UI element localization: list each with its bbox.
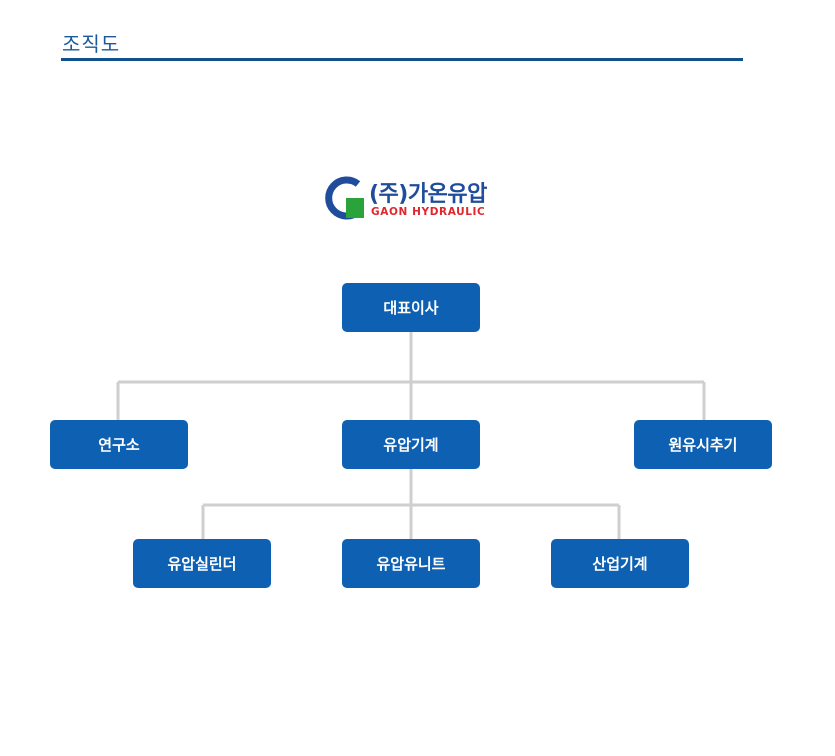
company-logo-mark-icon xyxy=(325,176,364,220)
company-logo: (주)가온유압 GAON HYDRAULIC xyxy=(322,172,502,222)
company-name-english: GAON HYDRAULIC xyxy=(371,206,486,218)
org-node-hydraulic-machinery: 유압기계 xyxy=(342,420,480,469)
title-divider xyxy=(61,58,743,61)
page-title: 조직도 xyxy=(62,32,121,56)
org-node-hydraulic-unit: 유압유니트 xyxy=(342,539,480,588)
org-node-industrial-machinery: 산업기계 xyxy=(551,539,689,588)
company-name-korean: (주)가온유압 xyxy=(369,182,487,207)
org-node-ceo: 대표이사 xyxy=(342,283,480,332)
org-node-hydraulic-cylinder: 유압실린더 xyxy=(133,539,271,588)
org-node-oil-drilling: 원유시추기 xyxy=(634,420,772,469)
org-node-research-lab: 연구소 xyxy=(50,420,188,469)
